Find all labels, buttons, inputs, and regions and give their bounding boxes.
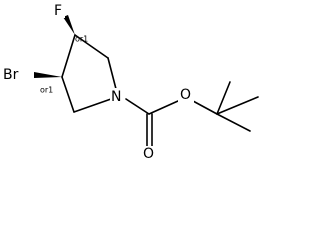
atom-carbonyl-oxygen: O [141, 146, 157, 162]
bond-tbu-methyl-top [216, 81, 231, 115]
bond-o-quaternary-c [192, 100, 218, 115]
atom-label-n: N [111, 89, 121, 105]
atom-nitrogen: N [110, 88, 124, 105]
atom-label-br: Br [3, 67, 19, 83]
bond-c2-c3 [61, 76, 75, 113]
bond-tbu-methyl-bottom [216, 113, 251, 132]
atom-ester-oxygen: O [178, 86, 194, 104]
bond-carbonyl-c-o-ester [148, 100, 179, 115]
bond-c4-c3 [61, 34, 76, 78]
bond-n-carbonyl-c [125, 98, 150, 115]
atom-label-f: F [54, 3, 62, 19]
bond-c4-c5 [74, 34, 109, 59]
stereo-label-c-fluoro: or1 [75, 35, 88, 44]
bond-n-c2 [73, 98, 112, 113]
bond-c5-n [107, 57, 117, 90]
atom-label-o-ester: O [180, 87, 191, 103]
bond-tbu-methyl-right [216, 96, 259, 115]
atom-bromine: Br [2, 66, 34, 83]
atom-fluorine: F [53, 2, 65, 19]
atom-label-o-carbonyl: O [143, 146, 154, 162]
wedge-bond-c4-f [63, 15, 75, 35]
chemical-structure: F Br N O O or1 or1 [2, 2, 259, 162]
wedge-bond-c3-br [34, 72, 62, 78]
stereo-label-c-bromo: or1 [40, 86, 53, 95]
